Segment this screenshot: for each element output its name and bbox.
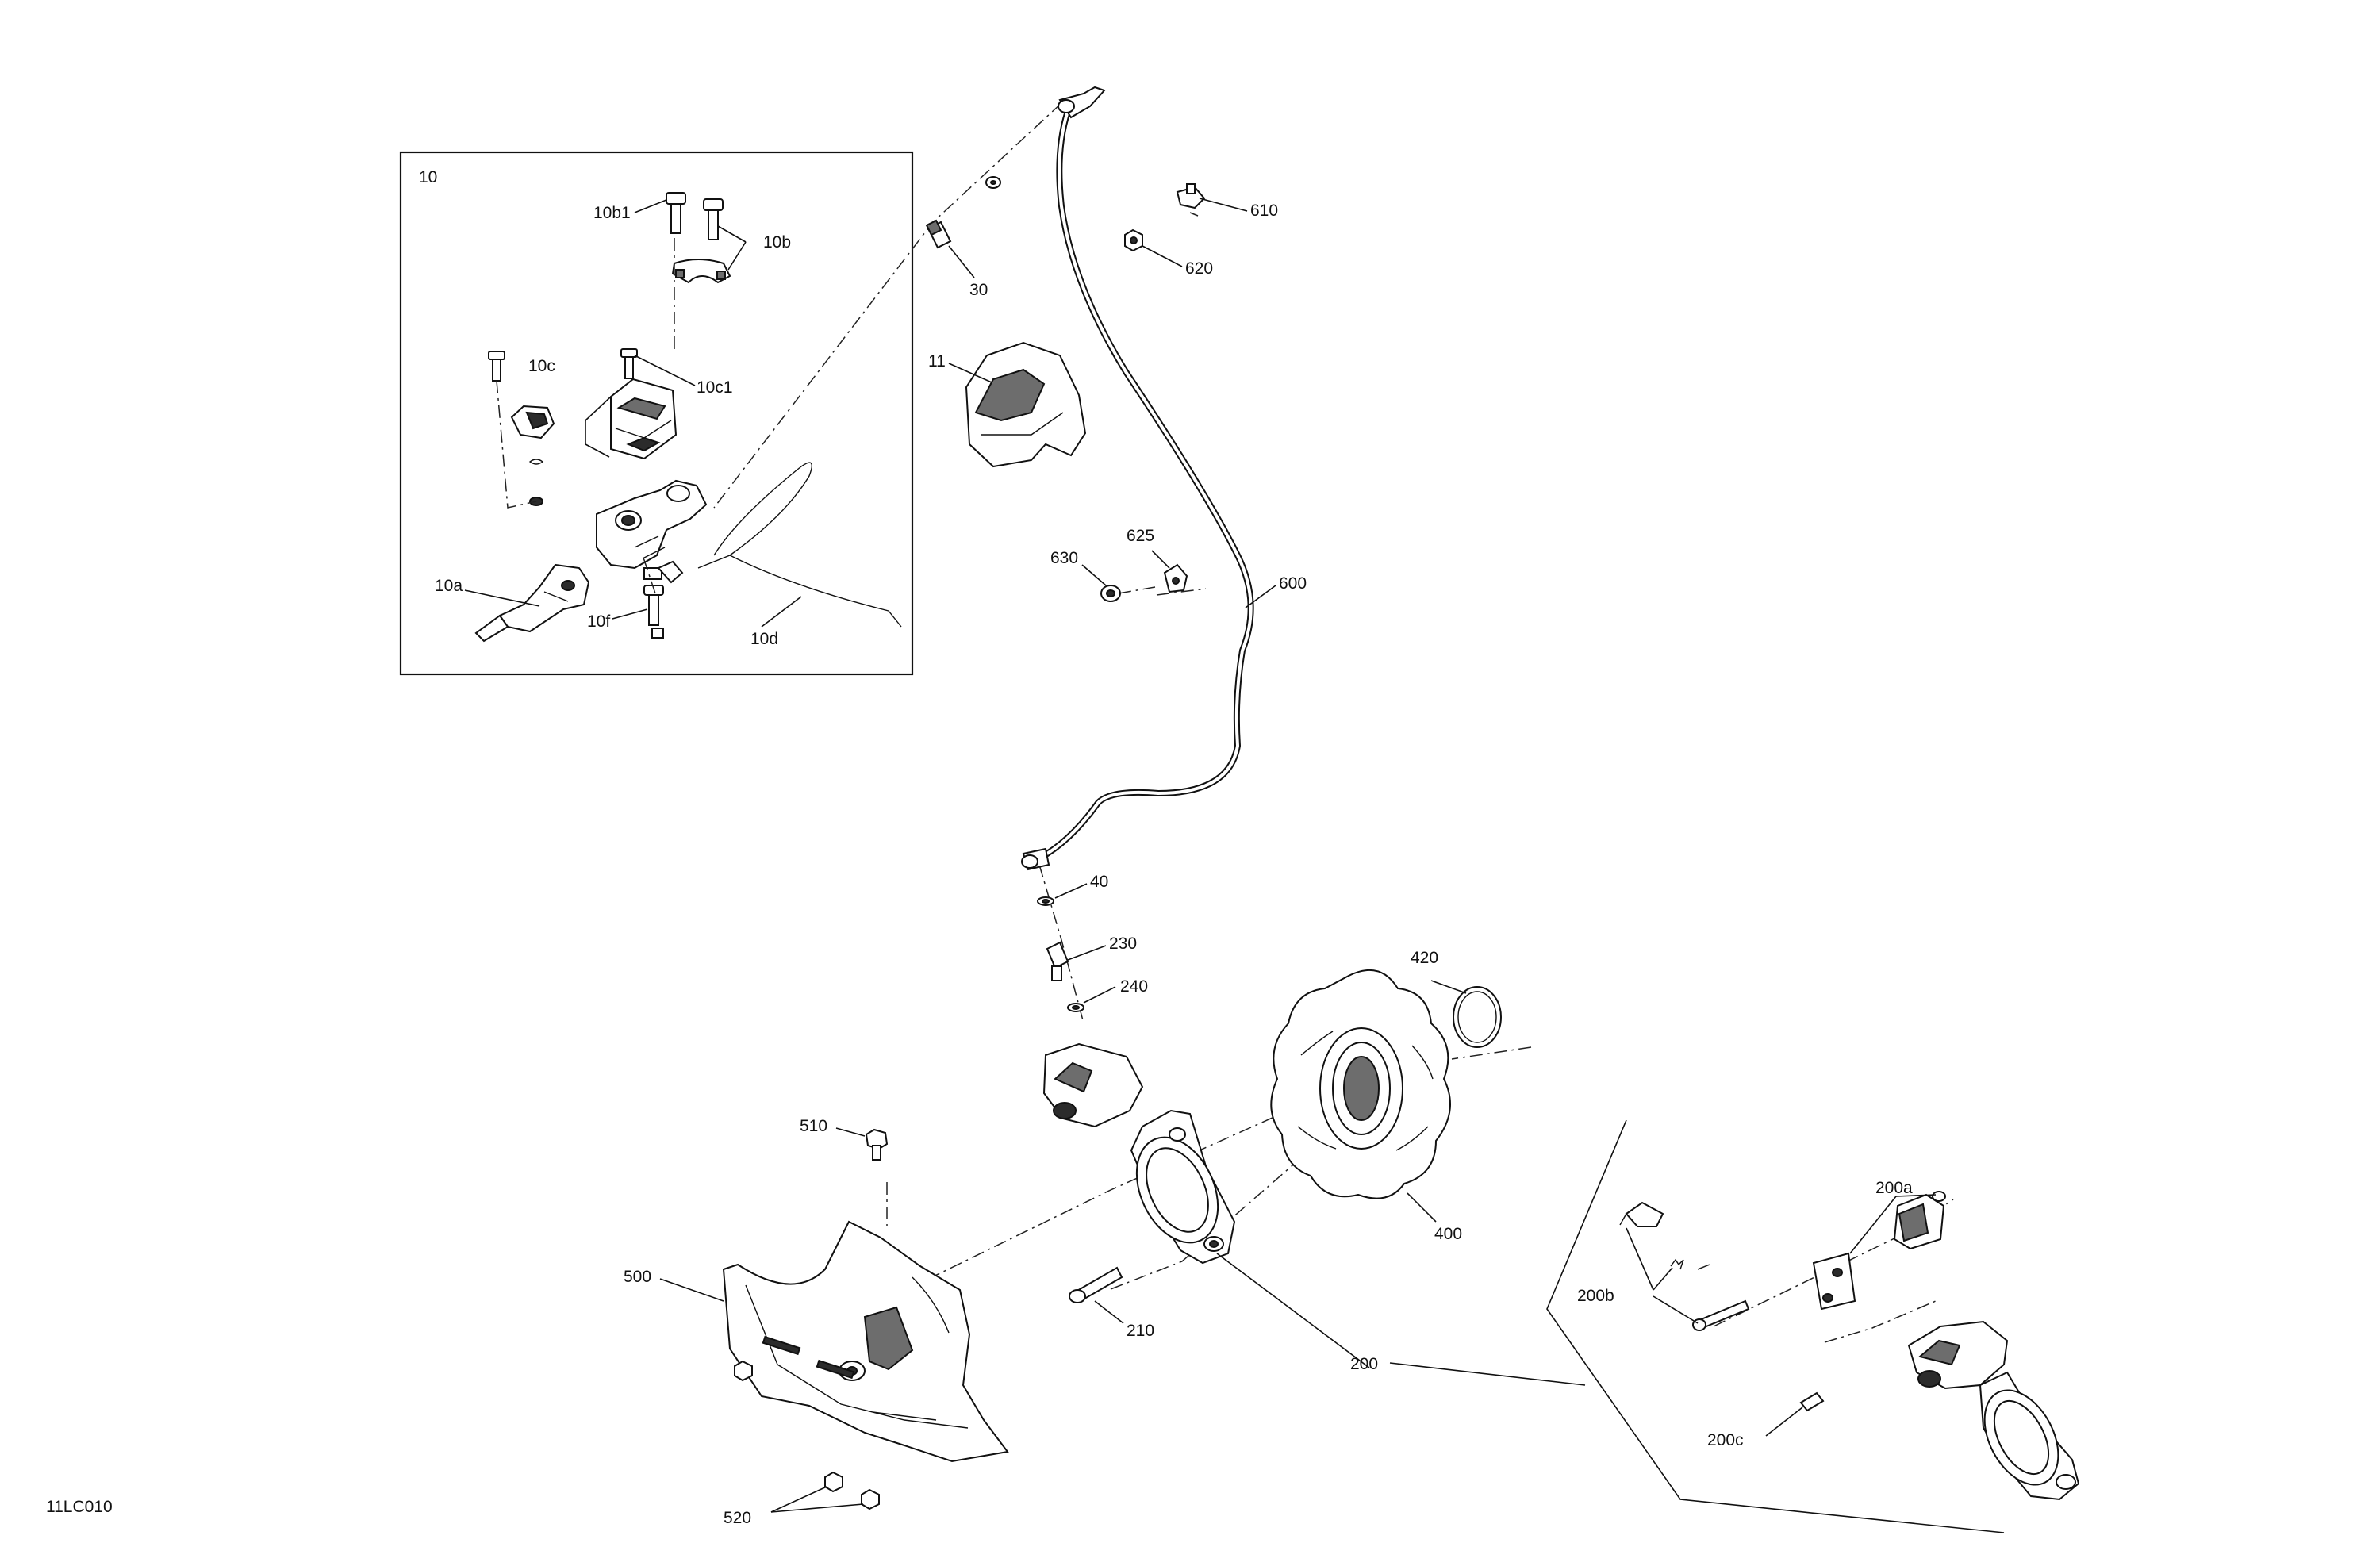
callout-10b1: 10b1 [593, 204, 631, 222]
inset-frame-10 [399, 151, 914, 676]
callout-200c: 200c [1707, 1431, 1744, 1449]
callout-620: 620 [1185, 259, 1213, 278]
callout-600: 600 [1279, 574, 1307, 593]
bleeder-valve-230 [1046, 941, 1069, 981]
brake-switch-wire [657, 462, 902, 628]
inset-label: 10 [419, 168, 437, 186]
bolt-510 [865, 1128, 889, 1161]
callout-10c1: 10c1 [697, 378, 733, 397]
disc-guard-500 [722, 1220, 1009, 1463]
washer-630 [1100, 585, 1121, 602]
lever-pivot-bolt [488, 351, 505, 382]
callout-230: 230 [1109, 935, 1137, 953]
brake-lever [474, 563, 590, 643]
reservoir-cap-screw [620, 348, 638, 379]
spring-and-washer [528, 459, 544, 506]
brake-hose [1021, 86, 1254, 871]
reservoir-cover [610, 378, 678, 460]
brake-light-switch [510, 405, 555, 439]
callout-10b: 10b [763, 233, 791, 251]
handlebar-clamp-bolts [666, 192, 724, 240]
caliper-pin-210 [1069, 1266, 1123, 1303]
callout-520: 520 [724, 1509, 751, 1527]
callout-400: 400 [1434, 1225, 1462, 1243]
callout-210: 210 [1127, 1322, 1154, 1340]
callout-10d: 10d [750, 630, 778, 648]
figure-code: 11LC010 [46, 1498, 113, 1516]
handlebar-clamp [671, 259, 731, 284]
master-cylinder-body [596, 479, 708, 580]
brake-pads-200a [1812, 1191, 1946, 1311]
callout-240: 240 [1120, 977, 1148, 996]
caliper-assembly-view [1907, 1320, 2080, 1501]
brake-disc [1270, 969, 1451, 1199]
callout-625: 625 [1127, 527, 1154, 545]
washer-40 [1037, 896, 1054, 906]
callout-10c: 10c [528, 357, 555, 375]
banjo-bolt-30 [925, 219, 952, 249]
bushing-200c [1799, 1391, 1825, 1412]
callout-630: 630 [1050, 549, 1078, 567]
callout-10f: 10f [587, 612, 610, 631]
callout-610: 610 [1250, 202, 1278, 220]
callout-510: 510 [800, 1117, 827, 1135]
guard-nuts-520 [734, 1360, 880, 1510]
clip-625 [1163, 563, 1188, 593]
brake-caliper [1042, 1042, 1236, 1265]
callout-40: 40 [1090, 873, 1108, 891]
callout-420: 420 [1411, 949, 1438, 967]
callout-200a: 200a [1875, 1179, 1913, 1197]
pad-spring-and-pin-200b [1619, 1201, 1750, 1331]
callout-500: 500 [624, 1268, 651, 1286]
washer-240 [1067, 1003, 1084, 1012]
callout-200b: 200b [1577, 1287, 1614, 1305]
callout-200: 200 [1350, 1355, 1378, 1373]
callout-10a: 10a [435, 577, 463, 595]
nut-620 [1124, 228, 1143, 252]
master-cylinder-cover [965, 341, 1087, 468]
sealing-washer-top [985, 176, 1001, 189]
callout-30: 30 [969, 281, 988, 299]
hose-clip-610 [1176, 183, 1206, 209]
retaining-ring-420 [1453, 986, 1502, 1048]
callout-11: 11 [928, 352, 946, 370]
pivot-nut-bolt [643, 585, 664, 639]
